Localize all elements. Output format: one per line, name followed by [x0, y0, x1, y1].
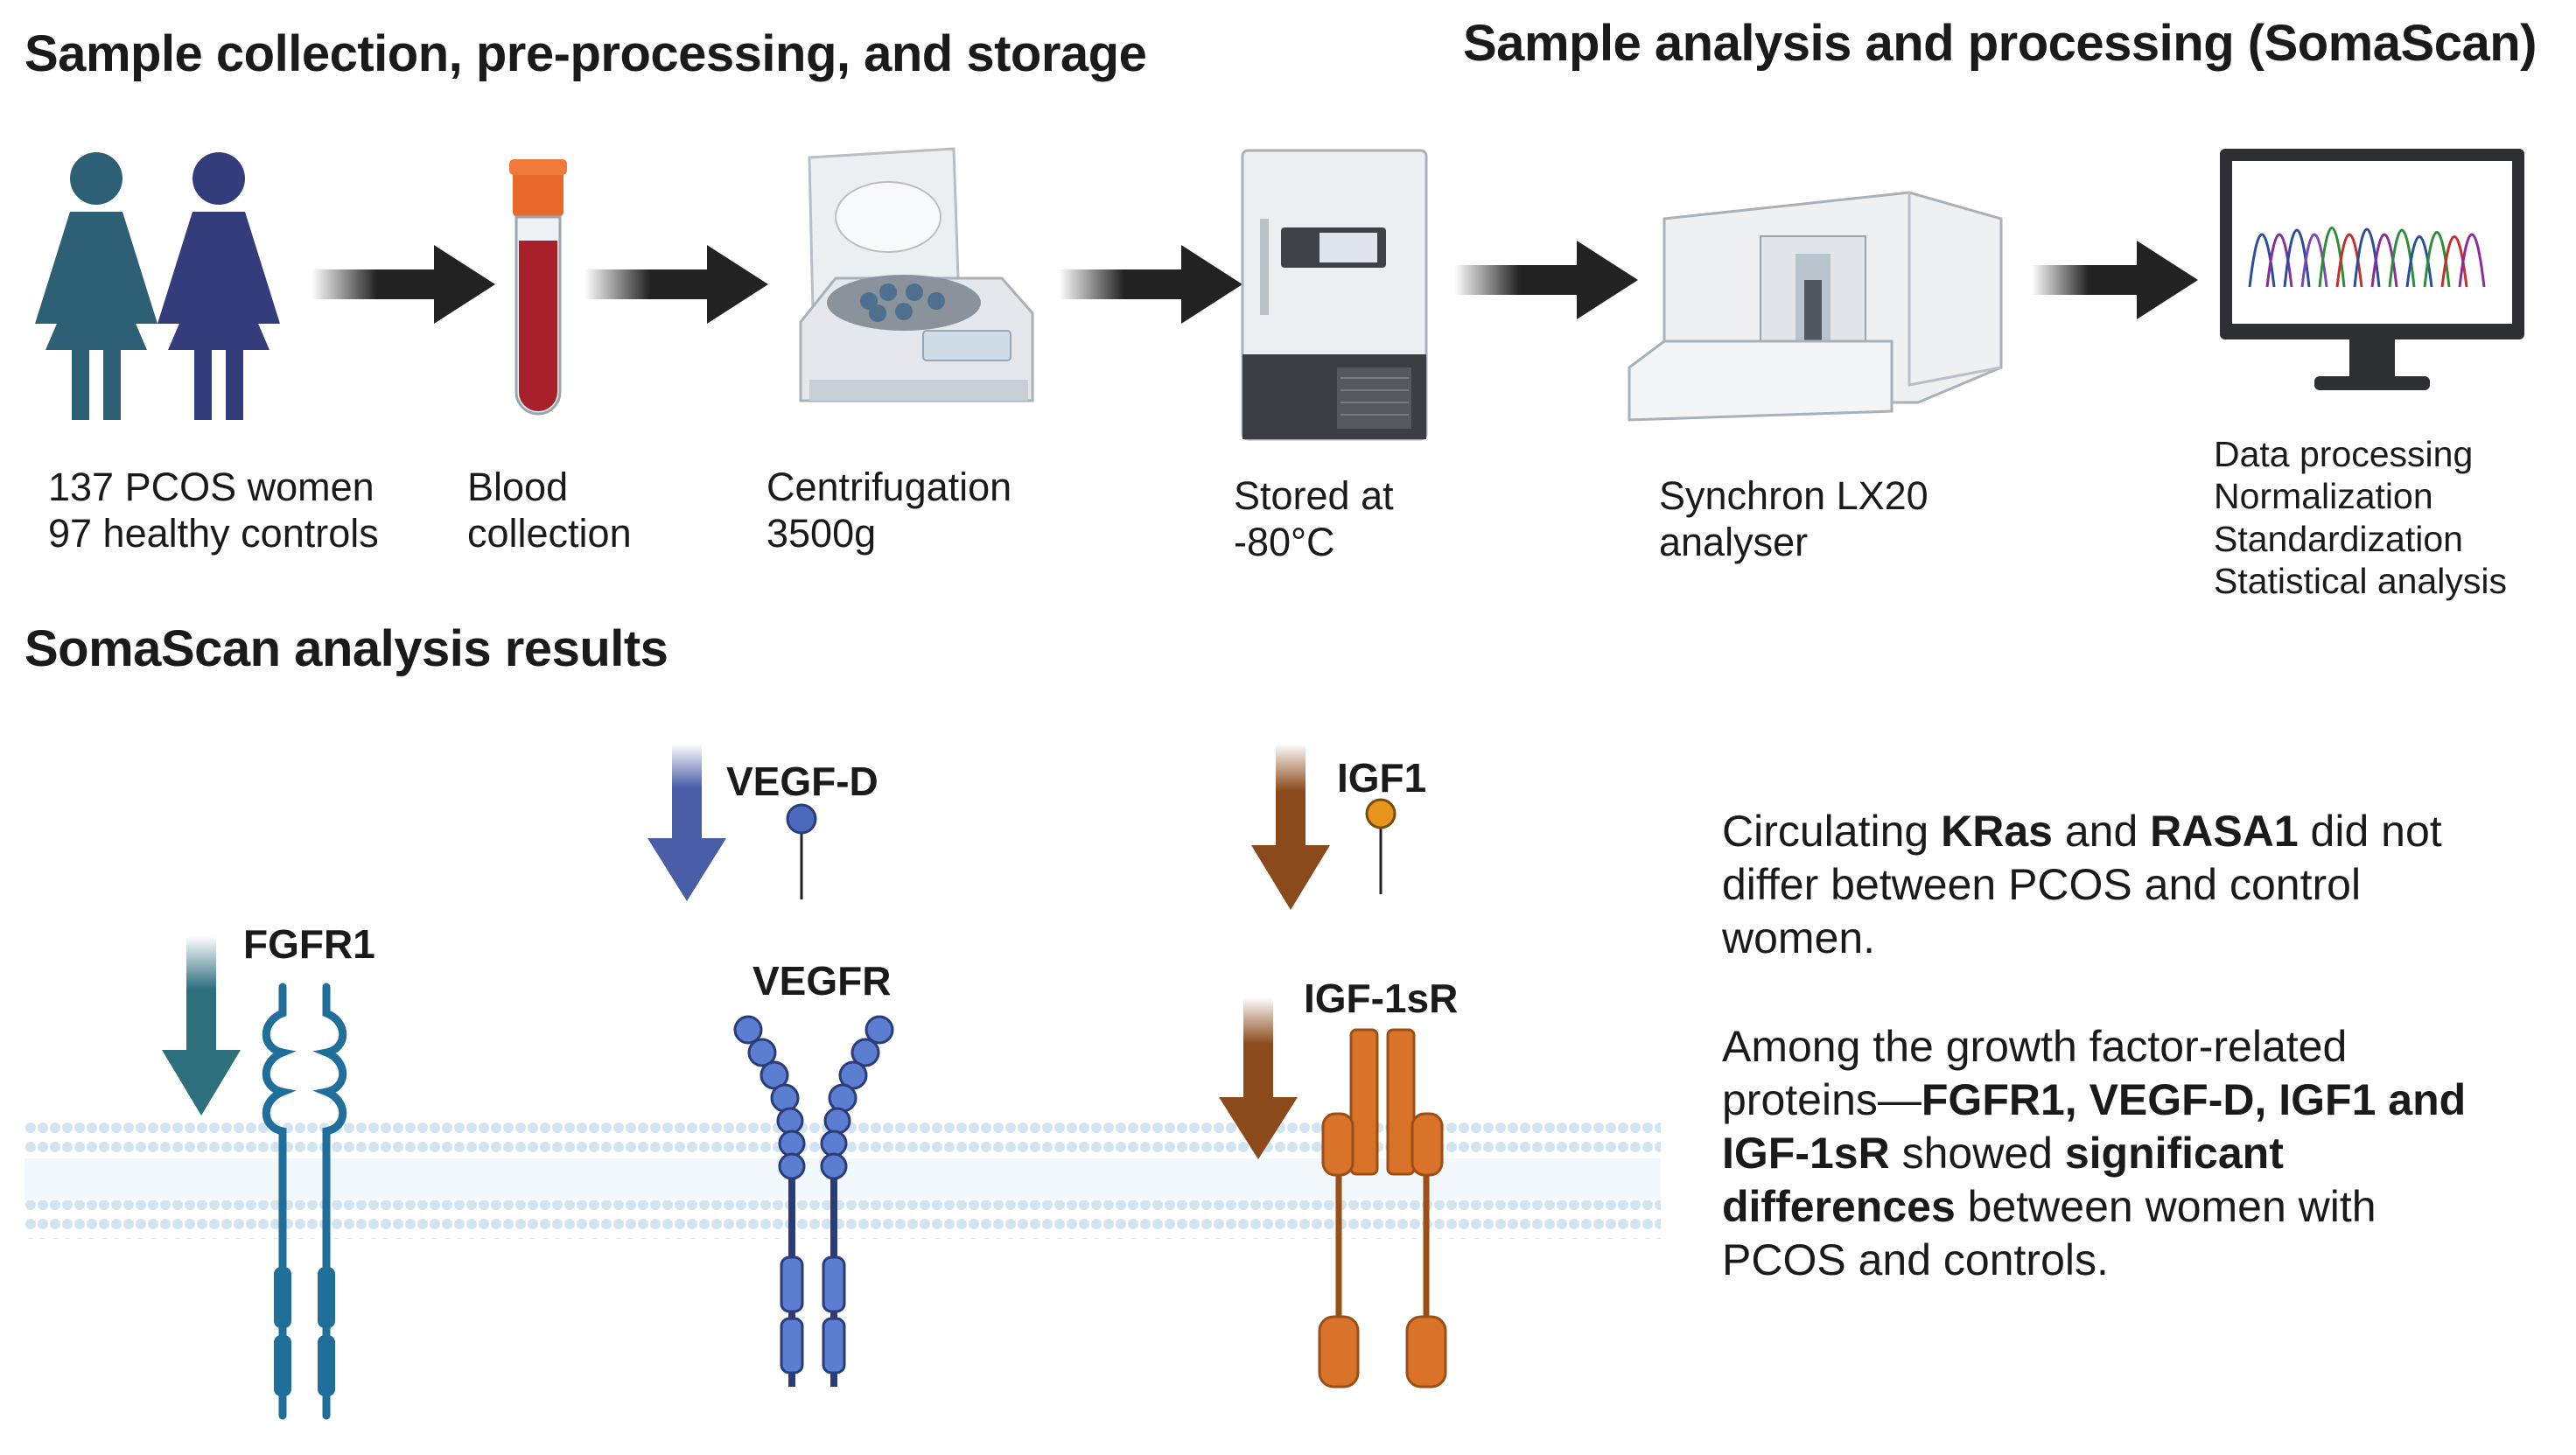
summary-paragraph-kras: Circulating KRas and RASA1 did not diffe…: [1722, 807, 2442, 962]
igf1-down-arrow-icon: [1251, 744, 1330, 910]
arrow-icon: [2032, 241, 2198, 319]
vegfr-receptor-icon: [733, 1015, 894, 1387]
vegfd-down-arrow-icon: [648, 744, 726, 901]
arrow-icon: [584, 245, 768, 324]
igf1sr-label: IGF-1sR: [1304, 976, 1459, 1021]
arrow-icon: [312, 245, 495, 324]
igf1-ligand-icon: [1365, 798, 1396, 894]
collection-heading: Sample collection, pre-processing, and s…: [24, 25, 1147, 82]
woman-icon-control: [158, 152, 280, 420]
fgfr1-label: FGFR1: [243, 921, 375, 967]
monitor-icon: [2220, 149, 2524, 390]
igf1-label: IGF1: [1337, 755, 1427, 801]
freezer-icon: [1241, 149, 1428, 441]
woman-icon-pcos: [35, 152, 158, 420]
igf1sr-receptor-icon: [1318, 1028, 1447, 1389]
vegfd-label: VEGF-D: [726, 759, 878, 804]
vegfr-label: VEGFR: [752, 958, 892, 1004]
analyser-icon: [1628, 191, 2003, 422]
vegfd-ligand-icon: [786, 803, 817, 899]
women-icon: [35, 152, 280, 420]
results-heading: SomaScan analysis results: [24, 620, 668, 677]
fgfr1-receptor-icon: [262, 983, 347, 1420]
arrow-icon: [1059, 245, 1242, 324]
blood-tube-icon: [509, 159, 567, 416]
arrow-icon: [1454, 241, 1638, 319]
igf1sr-down-arrow-icon: [1219, 997, 1298, 1159]
centrifuge-icon: [799, 147, 1034, 402]
fgfr1-down-arrow-icon: [162, 936, 241, 1116]
analysis-heading: Sample analysis and processing (SomaScan…: [1463, 15, 2537, 72]
summary-paragraph-growth-factors: Among the growth factor-related proteins…: [1722, 1022, 2467, 1284]
storage-caption: Stored at-80°C: [1234, 473, 1394, 565]
